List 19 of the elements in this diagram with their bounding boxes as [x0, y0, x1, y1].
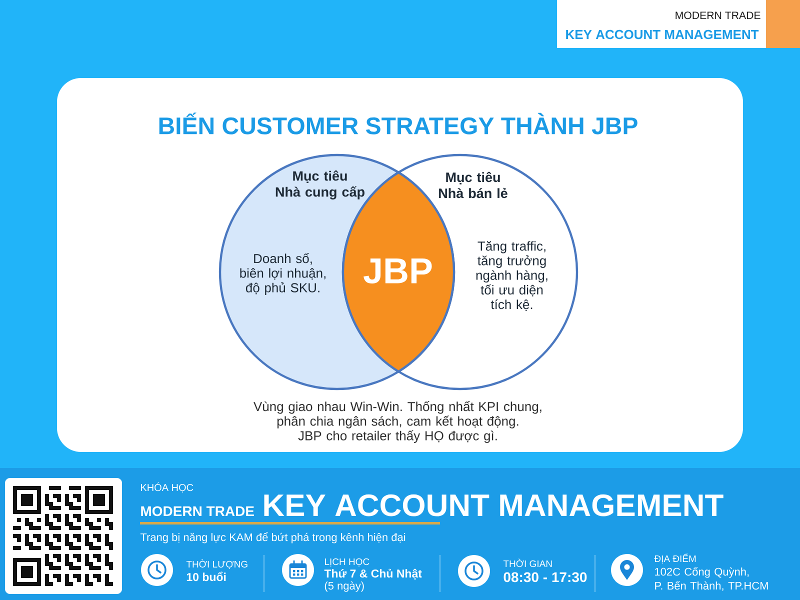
tagline: Trang bị năng lực KAM để bứt phá trong kênh hiện đại	[140, 532, 406, 544]
info-label: THỜI GIAN	[503, 558, 552, 568]
badge-title: KEY ACCOUNT MANAGEMENT	[566, 30, 759, 40]
address-text: 102C Cống Quỳnh, P. Bến Thành, TP.HCM	[655, 567, 768, 591]
eyebrow-text: KHÓA HỌC	[141, 482, 194, 493]
note-text: Vùng giao nhau Win-Win. Thống nhất KPI chung, phân chia ngân sách, cam kết hoạt động. JBP cho retailer thấy HỌ được gì.	[254, 401, 542, 443]
circle-text: Tăng traffic, tăng trưởng ngành hàng, tối ưu diện tích kệ.	[476, 241, 548, 311]
info-value: Thứ 7 & Chủ Nhật	[324, 568, 422, 580]
circle-text: Doanh số, biên lợi nhuận, độ phủ SKU.	[240, 253, 326, 295]
info-label: THỜI LƯỢNG	[186, 559, 248, 569]
badge-subtitle: MODERN TRADE	[676, 12, 760, 20]
title: BIẾN CUSTOMER STRATEGY THÀNH JBP	[159, 112, 638, 134]
info-note: (5 ngày)	[324, 581, 364, 592]
info-label: ĐỊA ĐIỂM	[654, 553, 696, 564]
course-title: KEY ACCOUNT MANAGEMENT	[264, 494, 724, 516]
course-title-prefix: MODERN TRADE	[141, 506, 254, 516]
info-label: LỊCH HỌC	[325, 558, 370, 566]
info-value: 08:30 - 17:30	[504, 572, 587, 582]
info-value: 10 buổi	[186, 572, 226, 582]
